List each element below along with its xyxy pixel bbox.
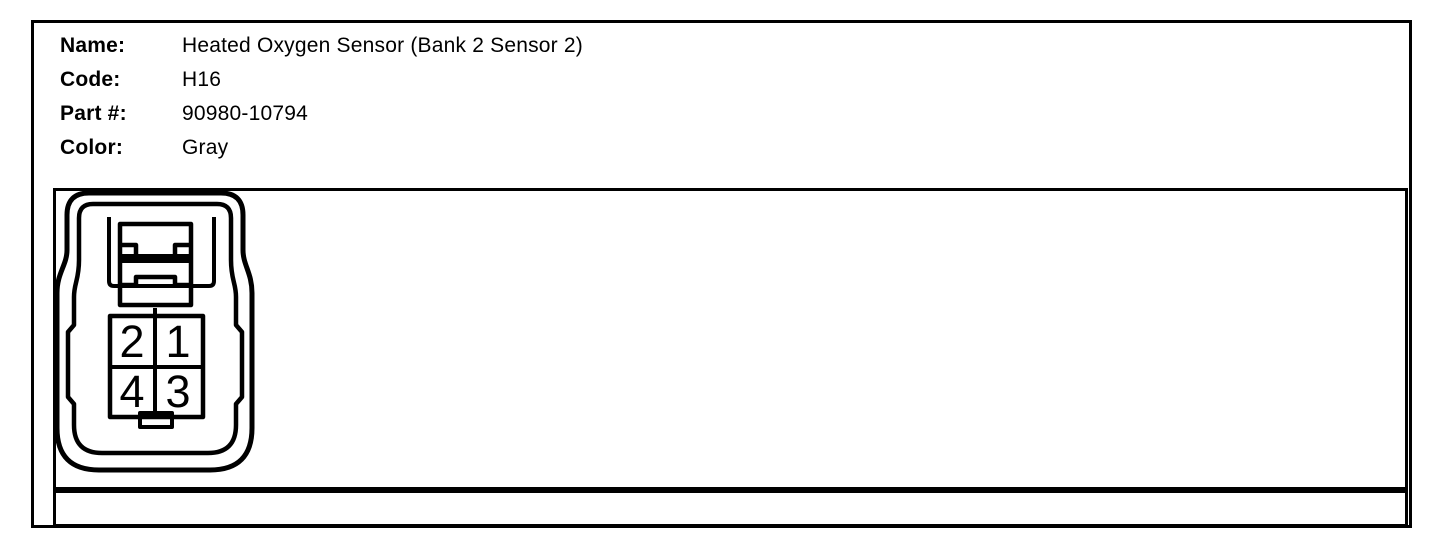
connector-info-fields: Name: Heated Oxygen Sensor (Bank 2 Senso…	[60, 29, 583, 165]
pin-number-4: 4	[119, 366, 144, 417]
code-value: H16	[182, 68, 222, 91]
part-number-label: Part #:	[60, 102, 127, 125]
connector-inner-shell	[65, 201, 245, 456]
pin-number-2: 2	[119, 316, 144, 367]
part-number-value: 90980-10794	[182, 102, 308, 125]
connector-outer-shell	[54, 190, 255, 473]
name-label: Name:	[60, 34, 126, 57]
lock-tab-lower-detail	[120, 274, 191, 288]
field-row-part-number: Part #: 90980-10794	[60, 97, 583, 131]
keying-notch	[138, 411, 174, 429]
code-label: Code:	[60, 68, 121, 91]
lock-tab	[117, 221, 194, 308]
color-value: Gray	[182, 136, 229, 159]
field-row-name: Name: Heated Oxygen Sensor (Bank 2 Senso…	[60, 29, 583, 63]
connector-face-diagram: 2 1 4 3	[54, 190, 255, 473]
pin-number-3: 3	[165, 366, 190, 417]
lock-slot	[107, 217, 216, 288]
lock-tab-upper-detail	[120, 242, 191, 254]
color-label: Color:	[60, 136, 124, 159]
field-row-code: Code: H16	[60, 63, 583, 97]
empty-bottom-row	[53, 490, 1408, 527]
lock-tab-crossbar	[120, 254, 191, 263]
pin-number-1: 1	[165, 316, 190, 367]
field-row-color: Color: Gray	[60, 131, 583, 165]
diagram-box	[53, 188, 1408, 490]
name-value: Heated Oxygen Sensor (Bank 2 Sensor 2)	[182, 34, 583, 57]
